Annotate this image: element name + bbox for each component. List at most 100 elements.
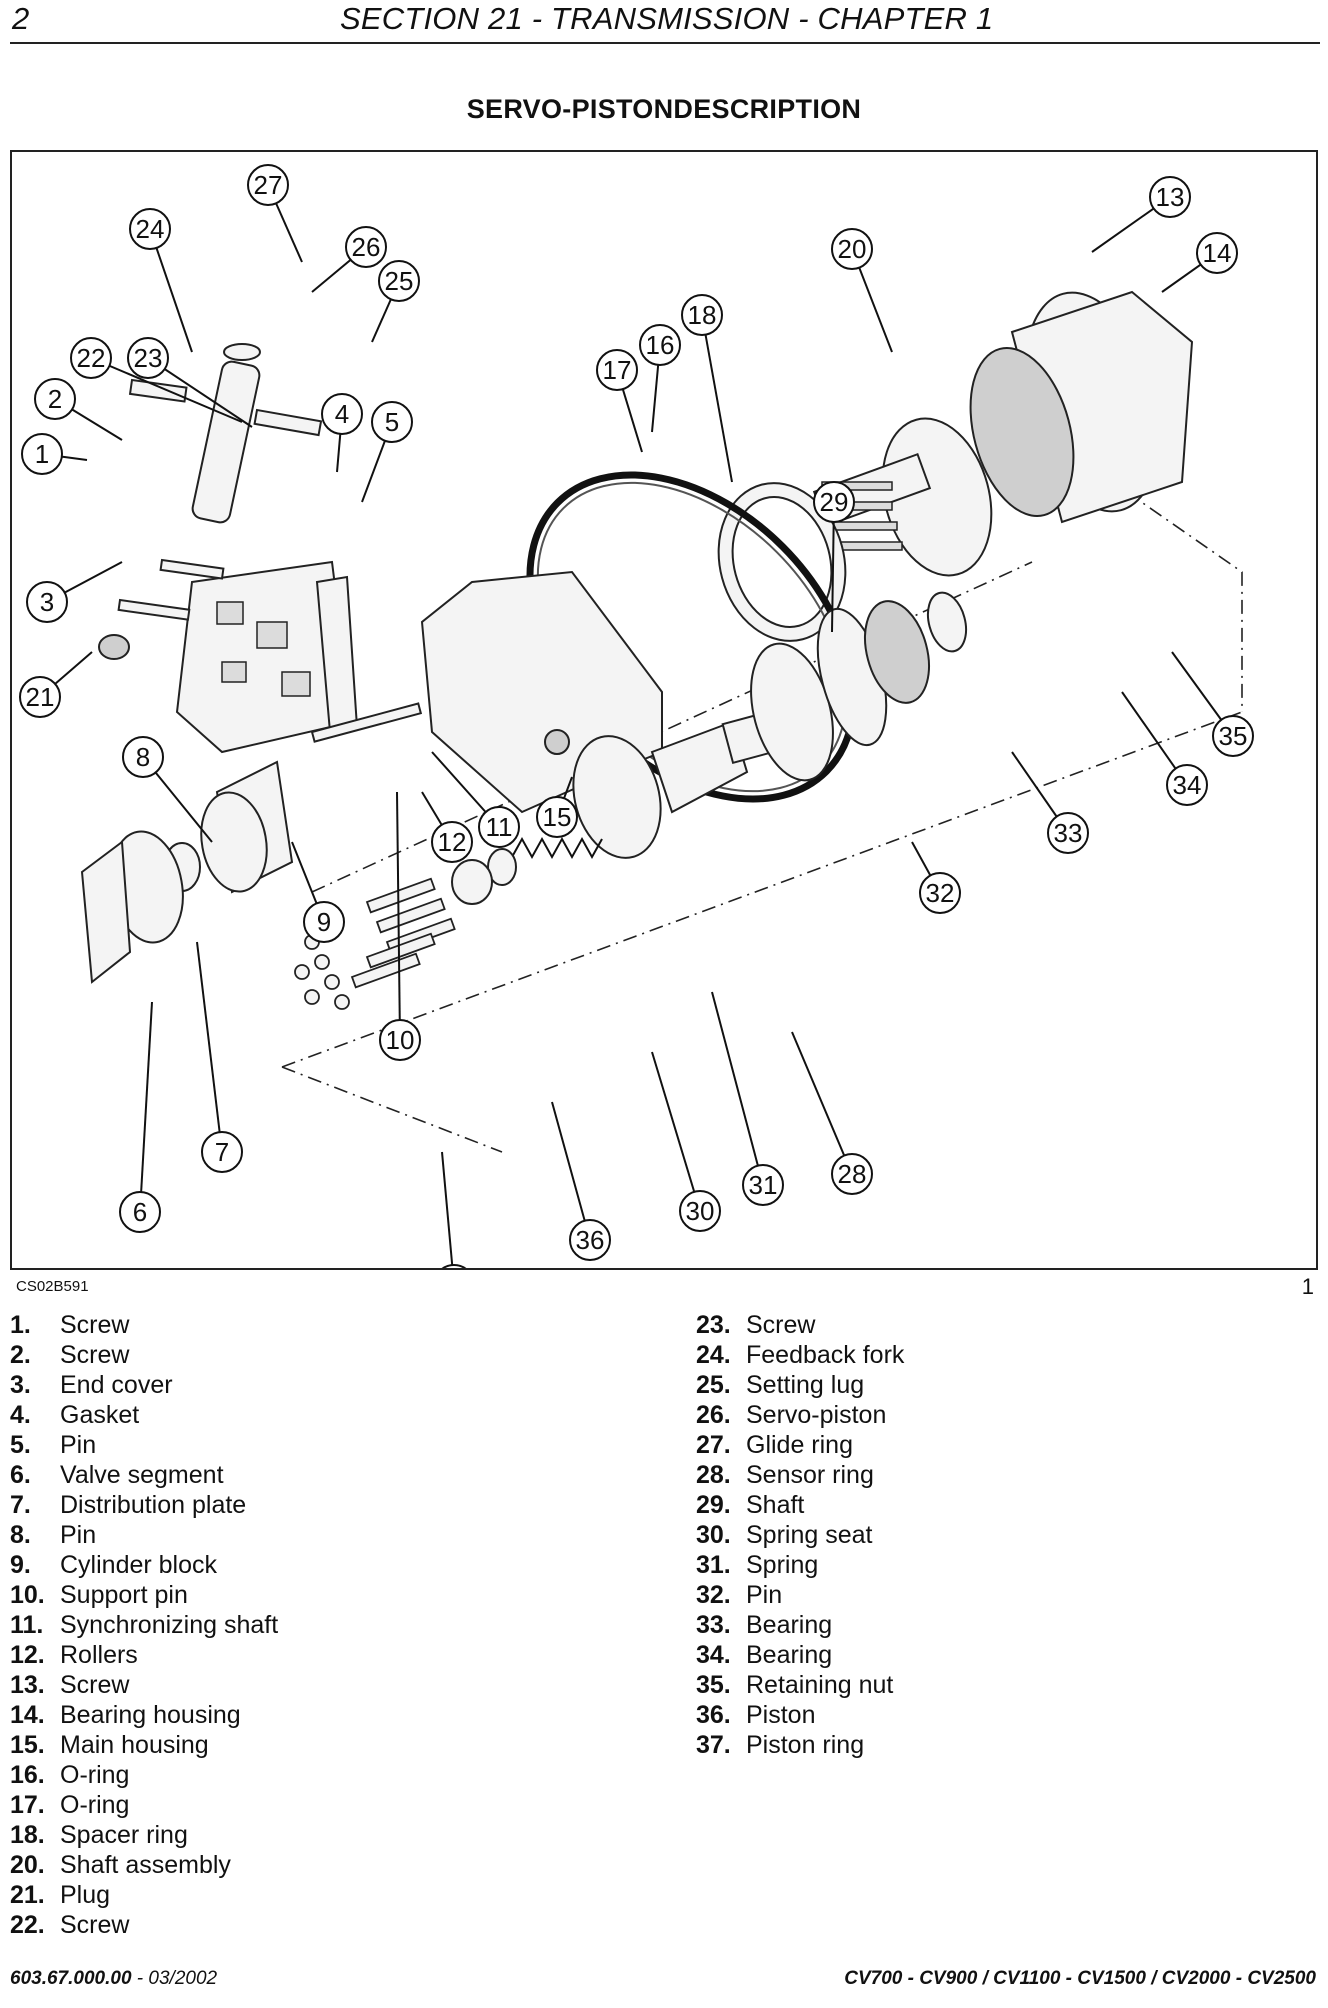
callout-36: 36 — [569, 1219, 611, 1261]
spacer-ring-bore — [731, 496, 833, 628]
shaft-shape — [572, 709, 783, 859]
svg-text:27: 27 — [254, 170, 283, 200]
alignment-line — [281, 711, 1243, 1068]
part-item: 2.Screw — [10, 1341, 130, 1369]
figure-code: CS02B591 — [16, 1278, 89, 1295]
feedback-fork-shape — [128, 378, 188, 403]
retaining-nut-shape — [926, 591, 968, 653]
part-item: 18.Spacer ring — [10, 1821, 188, 1849]
callout-leader-36 — [551, 1101, 591, 1241]
cylinder-block-shape — [200, 760, 294, 894]
svg-text:28: 28 — [838, 1159, 867, 1189]
part-item: 20.Shaft assembly — [10, 1851, 231, 1879]
svg-text:29: 29 — [820, 487, 849, 517]
callout-26: 26 — [345, 226, 387, 268]
callout-7: 7 — [201, 1131, 243, 1173]
callout-leader-18 — [701, 314, 733, 483]
svg-text:24: 24 — [136, 214, 165, 244]
callout-20: 20 — [831, 228, 873, 270]
callout-leader-30 — [651, 1051, 701, 1212]
svg-text:25: 25 — [385, 266, 414, 296]
part-item: 36.Piston — [696, 1701, 816, 1729]
callout-3: 3 — [26, 581, 68, 623]
svg-text:4: 4 — [335, 399, 349, 429]
svg-text:22: 22 — [77, 343, 106, 373]
doc-date: 03/2002 — [148, 1968, 218, 1989]
callout-8: 8 — [122, 736, 164, 778]
svg-text:2: 2 — [48, 384, 62, 414]
section-title: SECTION 21 - TRANSMISSION - CHAPTER 1 — [340, 1, 994, 36]
part-item: 8.Pin — [10, 1521, 97, 1549]
bearing-shape — [864, 600, 930, 704]
callout-9: 9 — [303, 901, 345, 943]
callout-32: 32 — [919, 872, 961, 914]
screw-shape — [117, 598, 191, 621]
screw-shape — [159, 558, 225, 580]
part-item: 13.Screw — [10, 1671, 130, 1699]
callout-29: 29 — [813, 481, 855, 523]
callout-2: 2 — [34, 378, 76, 420]
svg-text:14: 14 — [1203, 238, 1232, 268]
callout-10: 10 — [379, 1019, 421, 1061]
part-item: 3.End cover — [10, 1371, 173, 1399]
callout-23: 23 — [127, 337, 169, 379]
svg-text:17: 17 — [603, 355, 632, 385]
svg-text:31: 31 — [749, 1170, 778, 1200]
part-item: 35.Retaining nut — [696, 1671, 894, 1699]
page-number: 2 — [12, 1, 30, 36]
part-item: 22.Screw — [10, 1911, 130, 1939]
callout-12: 12 — [431, 821, 473, 863]
main-housing-port — [544, 729, 570, 755]
callout-leader-10 — [396, 791, 401, 1041]
part-item: 6.Valve segment — [10, 1461, 224, 1489]
callout-15: 15 — [536, 796, 578, 838]
callout-6: 6 — [119, 1191, 161, 1233]
spring-seat-collar-shape — [451, 859, 493, 905]
part-item: 32.Pin — [696, 1581, 783, 1609]
callout-25: 25 — [378, 260, 420, 302]
callout-16: 16 — [639, 324, 681, 366]
callout-5: 5 — [371, 401, 413, 443]
part-item: 14.Bearing housing — [10, 1701, 241, 1729]
part-item: 9.Cylinder block — [10, 1551, 218, 1579]
svg-text:34: 34 — [1173, 770, 1202, 800]
callout-leader-22 — [90, 357, 243, 423]
callout-leader-6 — [139, 1001, 153, 1213]
alignment-line — [281, 1066, 503, 1153]
svg-text:10: 10 — [386, 1025, 415, 1055]
callout-leader-31 — [711, 991, 764, 1186]
part-item: 11.Synchronizing shaft — [10, 1611, 279, 1639]
callout-14: 14 — [1196, 232, 1238, 274]
page-title: SERVO-PISTONDESCRIPTION — [466, 94, 862, 124]
callout-13: 13 — [1149, 176, 1191, 218]
setting-lug-shape — [253, 408, 323, 437]
part-item: 5.Pin — [10, 1431, 97, 1459]
footer-doc-info: 603.67.000.00 - 03/2002 — [10, 1968, 218, 1989]
svg-text:32: 32 — [926, 878, 955, 908]
spring-shape — [511, 836, 603, 860]
svg-text:30: 30 — [686, 1196, 715, 1226]
page-header: 2 SECTION 21 - TRANSMISSION - CHAPTER 1 — [10, 0, 1320, 44]
bearing-housing-shape — [969, 290, 1194, 524]
part-item: 17.O-ring — [10, 1791, 130, 1819]
callout-21: 21 — [19, 676, 61, 718]
part-item: 34.Bearing — [696, 1641, 833, 1669]
svg-text:13: 13 — [1156, 182, 1185, 212]
callout-24: 24 — [129, 208, 171, 250]
part-item: 24.Feedback fork — [696, 1341, 905, 1369]
plug-shape — [98, 634, 130, 660]
svg-text:12: 12 — [438, 827, 467, 857]
alignment-line — [311, 561, 1033, 893]
parts-list-left: 1.Screw 2.Screw 3.End cover 4.Gasket 5.P… — [10, 1310, 278, 1940]
piston-group-shape — [294, 877, 456, 1010]
part-item: 28.Sensor ring — [696, 1461, 874, 1489]
callout-17: 17 — [596, 349, 638, 391]
footer-models: CV700 - CV900 / CV1100 - CV1500 / CV2000… — [844, 1968, 1316, 1989]
svg-text:3: 3 — [40, 587, 54, 617]
callout-31: 31 — [742, 1164, 784, 1206]
callout-28: 28 — [831, 1153, 873, 1195]
part-item: 29.Shaft — [696, 1491, 805, 1519]
